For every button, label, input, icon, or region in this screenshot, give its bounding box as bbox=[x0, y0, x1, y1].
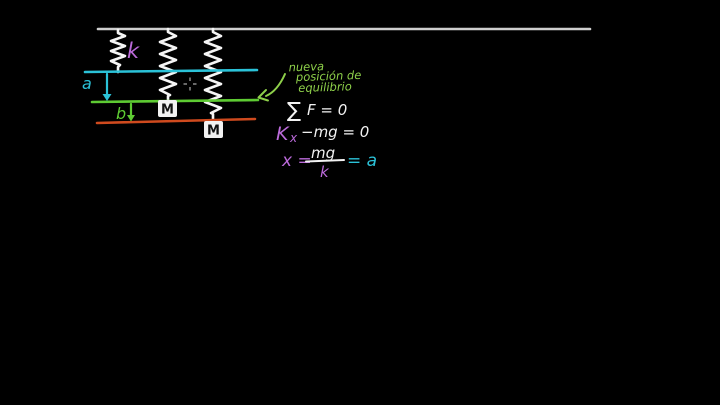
equilibrium-note-line3: equilibrio bbox=[298, 79, 352, 95]
fraction-bar bbox=[305, 159, 345, 163]
equilibrium-note: nueva posición de equilibrio bbox=[288, 59, 362, 95]
force-balance-x-sub: x bbox=[289, 131, 298, 145]
spring-2 bbox=[158, 27, 178, 103]
displacement-b-label: b bbox=[116, 104, 126, 123]
note-arrow-curve bbox=[265, 73, 286, 97]
b-arrow-head bbox=[127, 115, 135, 122]
spring-constant-label: k bbox=[127, 39, 140, 63]
natural-length-line bbox=[83, 68, 259, 74]
mass-1-label: M bbox=[161, 103, 174, 118]
displacement-a-arrow bbox=[102, 72, 112, 101]
equilibrium-note-line1: nueva bbox=[288, 59, 324, 74]
mass-2-box bbox=[204, 121, 223, 138]
solve-x-denominator: k bbox=[320, 163, 330, 181]
solve-x-result: = a bbox=[347, 151, 377, 171]
mass-2-label: M bbox=[207, 124, 220, 139]
spring-1 bbox=[109, 28, 127, 74]
mass-2: M bbox=[204, 121, 223, 139]
displacement-b-arrow bbox=[127, 102, 135, 122]
lowest-position-line bbox=[95, 117, 257, 125]
solve-x-lhs: x = bbox=[281, 151, 312, 171]
equation-sum-forces: ∑ F = 0 bbox=[287, 98, 347, 122]
a-arrow-head bbox=[102, 94, 112, 101]
note-arrow-head bbox=[257, 89, 269, 102]
displacement-a-label: a bbox=[82, 74, 92, 93]
equation-force-balance: K x −mg = 0 bbox=[276, 123, 369, 145]
sigma-symbol: ∑ bbox=[287, 98, 301, 122]
crosshair-cursor-icon bbox=[183, 77, 197, 91]
solve-x-numerator: mg bbox=[311, 144, 335, 162]
mass-1: M bbox=[158, 100, 177, 118]
spring-3 bbox=[203, 27, 223, 123]
equilibrium-note-line2: posición de bbox=[295, 68, 362, 84]
force-balance-rest: −mg = 0 bbox=[301, 123, 369, 141]
sum-forces-text: F = 0 bbox=[307, 101, 347, 119]
force-balance-k: K bbox=[276, 123, 290, 145]
equilibrium-note-arrow bbox=[257, 73, 286, 102]
mass-1-box bbox=[158, 100, 177, 117]
equation-solve-x: x = mg k = a bbox=[281, 144, 377, 181]
